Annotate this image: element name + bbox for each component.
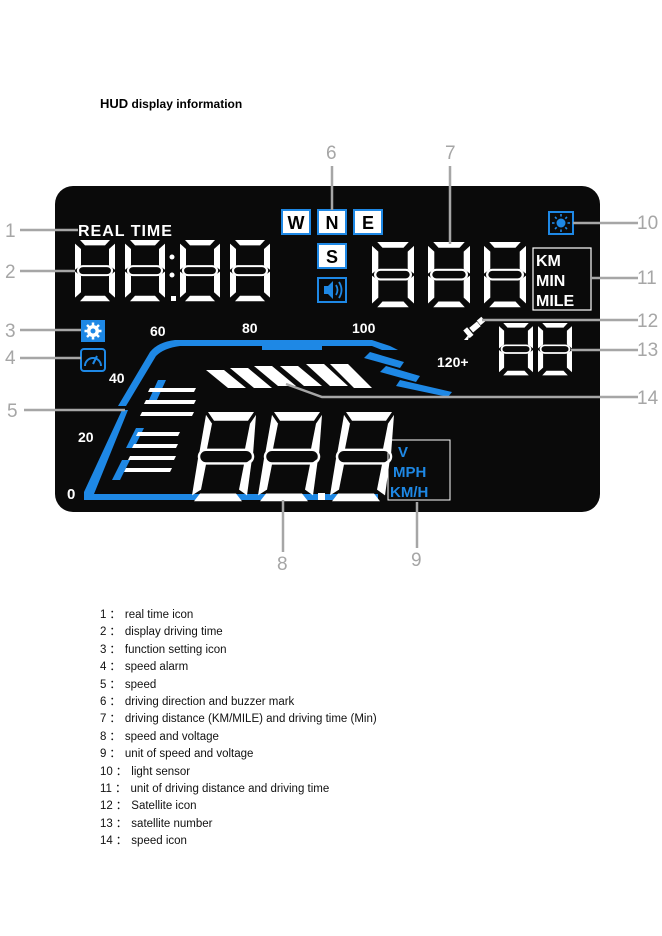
direction-w: W	[288, 213, 305, 233]
distance-units: KM MIN MILE	[532, 247, 592, 311]
callout-7: 7	[445, 143, 456, 164]
legend-item: 1：real time icon	[100, 609, 194, 621]
direction-panel: W N E S	[281, 209, 383, 303]
speed-digits	[190, 410, 396, 503]
direction-s: S	[326, 247, 338, 267]
scale-120-plus: 120+	[437, 354, 469, 370]
unit-mph: MPH	[393, 464, 426, 481]
direction-n: N	[326, 213, 339, 233]
legend-item: 5：speed	[100, 678, 157, 691]
legend-item: 12：Satellite icon	[100, 800, 197, 813]
scale-100: 100	[352, 320, 376, 336]
scale-20: 20	[78, 429, 94, 445]
callout-3: 3	[5, 321, 16, 342]
legend-item: 3：function setting icon	[100, 643, 227, 656]
callout-2: 2	[5, 262, 16, 283]
legend-item: 8：speed and voltage	[100, 730, 219, 743]
legend-item: 6：driving direction and buzzer mark	[100, 695, 295, 708]
legend-item: 2：display driving time	[100, 626, 223, 639]
page-title: HUD display information	[100, 96, 242, 111]
callout-12: 12	[637, 311, 658, 332]
page-title-bold: HUD	[100, 96, 129, 111]
page-title-rest: display information	[131, 97, 243, 111]
callout-lines	[20, 166, 638, 552]
gauge-icon	[80, 348, 106, 372]
legend-item: 13：satellite number	[100, 817, 213, 830]
speed-stripes	[124, 364, 372, 472]
scale-0: 0	[67, 486, 75, 503]
legend-item: 9：unit of speed and voltage	[100, 748, 254, 761]
callout-6: 6	[326, 143, 337, 164]
real-time-label: REAL TIME	[78, 223, 173, 240]
legend-item: 7：driving distance (KM/MILE) and driving…	[100, 713, 377, 726]
callout-10: 10	[637, 213, 658, 234]
callout-11: 11	[637, 268, 657, 289]
unit-min: MIN	[536, 273, 565, 290]
time-digits	[73, 238, 272, 303]
unit-mile: MILE	[536, 293, 575, 310]
sun-icon	[548, 211, 574, 235]
callout-14: 14	[637, 388, 659, 409]
unit-v: V	[398, 444, 408, 461]
unit-km: KM	[536, 253, 561, 270]
callout-8: 8	[277, 554, 288, 575]
hud-diagram: REAL TIME W N E S KM	[5, 143, 659, 575]
scale-40: 40	[109, 370, 125, 386]
callout-9: 9	[411, 550, 422, 571]
unit-kmh: KM/H	[390, 484, 428, 501]
speed-scale: 0 20 40 60 80 100 120+	[67, 320, 469, 503]
speed-units: V MPH KM/H	[387, 439, 451, 501]
callout-4: 4	[5, 348, 16, 369]
direction-e: E	[362, 213, 374, 233]
legend-item: 11：unit of driving distance and driving …	[100, 782, 330, 795]
callout-numbers: 1 2 3 4 5 6 7 8 9 10 11 12 13 14	[5, 143, 659, 575]
legend-item: 10：light sensor	[100, 765, 191, 778]
legend-list: 1：real time icon 2：display driving time …	[100, 607, 377, 850]
speaker-icon	[317, 277, 347, 303]
legend-item: 4：speed alarm	[100, 661, 189, 674]
callout-5: 5	[7, 401, 18, 422]
legend-item: 14：speed icon	[100, 835, 187, 848]
gear-icon	[81, 320, 105, 342]
callout-1: 1	[5, 221, 16, 242]
scale-60: 60	[150, 323, 166, 339]
callout-13: 13	[637, 340, 658, 361]
scale-80: 80	[242, 320, 258, 336]
